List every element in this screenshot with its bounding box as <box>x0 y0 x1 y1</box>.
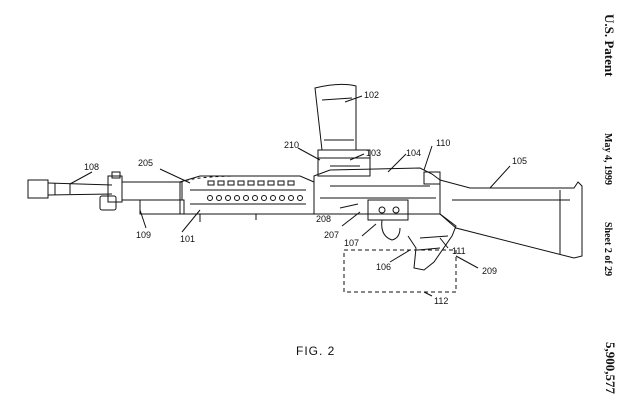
front-sight-block <box>99 171 185 215</box>
patent-title: U.S. Patent <box>602 14 617 77</box>
patent-date: May 4, 1999 <box>602 133 613 185</box>
reference-numerals: 108 205 109 101 102 210 103 104 110 105 … <box>84 90 527 306</box>
leader-lines <box>69 95 511 297</box>
heat-shield-slots <box>207 180 295 186</box>
rifle-drawing: 108 205 109 101 102 210 103 104 110 105 … <box>27 83 583 306</box>
ref-105: 105 <box>512 156 527 166</box>
sheet-number: Sheet 2 of 29 <box>602 222 613 277</box>
ref-106: 106 <box>376 262 391 272</box>
figure-label: FIG. 2 <box>296 344 336 358</box>
ref-107: 107 <box>344 238 359 248</box>
ref-109: 109 <box>136 230 151 240</box>
ref-205: 205 <box>138 158 153 168</box>
ref-111: 111 <box>452 246 466 256</box>
ref-102: 102 <box>364 90 379 100</box>
ref-210: 210 <box>284 140 299 150</box>
ref-110: 110 <box>436 138 450 148</box>
receiver <box>313 167 441 221</box>
ref-112: 112 <box>434 296 448 306</box>
ref-101: 101 <box>180 234 195 244</box>
ref-108: 108 <box>84 162 99 172</box>
handguard-holes <box>207 195 303 201</box>
patent-number: 5,900,577 <box>603 342 618 394</box>
buttstock <box>423 171 583 259</box>
trigger-group-detail-box <box>343 249 457 293</box>
ref-207: 207 <box>324 230 339 240</box>
ref-208: 208 <box>316 214 331 224</box>
magazine <box>314 83 357 151</box>
ref-103: 103 <box>366 148 381 158</box>
pistol-grip <box>381 213 457 271</box>
ref-104: 104 <box>406 148 421 158</box>
barrel <box>27 179 113 199</box>
ref-209: 209 <box>482 266 497 276</box>
